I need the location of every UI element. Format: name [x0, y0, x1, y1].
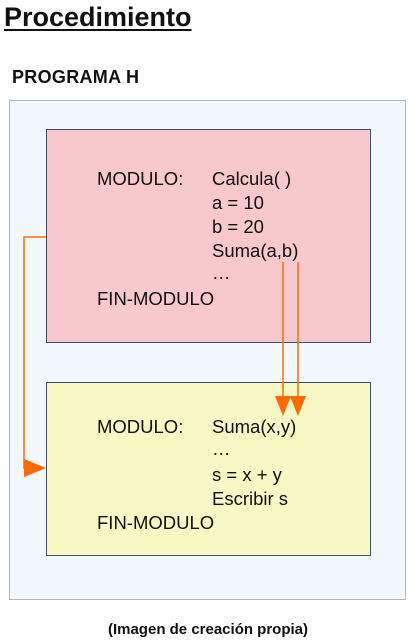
module-calcula-end: FIN-MODULO: [97, 288, 215, 309]
program-label: PROGRAMA H: [12, 67, 140, 87]
module-calcula-line-ellipsis: …: [212, 262, 231, 283]
param-a-arrow: [275, 262, 291, 416]
module-suma-line-write: Escribir s: [212, 488, 289, 509]
module-calcula-line-a: a = 10: [212, 192, 264, 213]
page-title: Procedimiento: [4, 2, 192, 32]
image-caption: (Imagen de creación propia): [107, 621, 309, 638]
module-calcula-keyword: MODULO:: [97, 168, 184, 189]
module-suma-line-sum: s = x + y: [212, 464, 282, 485]
module-suma-end: FIN-MODULO: [97, 512, 215, 533]
module-suma-box: [46, 382, 371, 556]
module-suma-name: Suma(x,y): [212, 416, 297, 437]
module-calcula-name: Calcula( ): [212, 168, 292, 189]
module-calcula-box: [46, 129, 371, 343]
param-b-arrow: [290, 262, 306, 416]
module-calcula-line-b: b = 20: [212, 216, 264, 237]
module-suma-line-ellipsis: …: [212, 438, 231, 459]
module-suma-keyword: MODULO:: [97, 416, 184, 437]
module-calcula-line-call: Suma(a,b): [212, 240, 299, 261]
call-flow-arrow: [23, 236, 46, 477]
